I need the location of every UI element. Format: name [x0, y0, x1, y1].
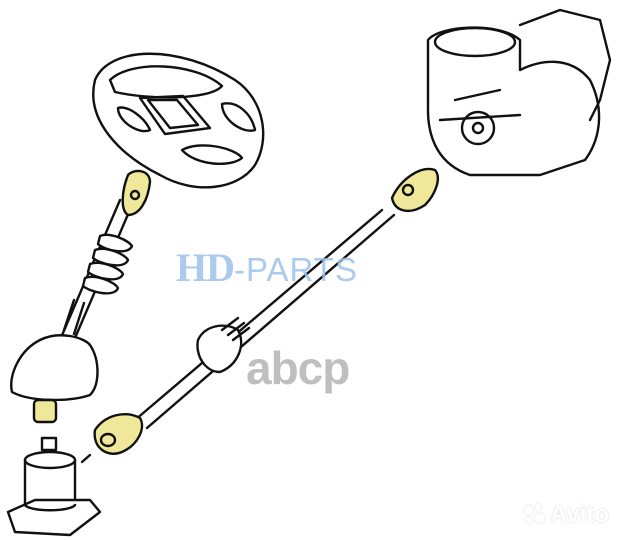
- avito-watermark-text: Avito: [550, 501, 610, 528]
- universal-joint-column: [121, 169, 152, 217]
- hd-watermark-sub: -PARTS: [234, 251, 358, 288]
- universal-joint-lower: [93, 413, 144, 455]
- abcp-watermark: abcp: [246, 342, 350, 394]
- universal-joint-upper: [390, 167, 439, 213]
- hd-watermark-main: HD: [176, 245, 235, 290]
- avito-logo-icon: [524, 504, 546, 526]
- steering-gearbox: [426, 8, 612, 177]
- avito-watermark: Avito: [524, 503, 609, 527]
- column-boot: [10, 334, 99, 402]
- boot-yoke: [32, 398, 58, 424]
- steering-wheel: [92, 52, 265, 189]
- upper-steering-column: [58, 198, 134, 347]
- column-base-mount: [6, 436, 102, 537]
- intermediate-shaft: [133, 208, 396, 430]
- hd-parts-watermark: HD-PARTS: [176, 248, 358, 288]
